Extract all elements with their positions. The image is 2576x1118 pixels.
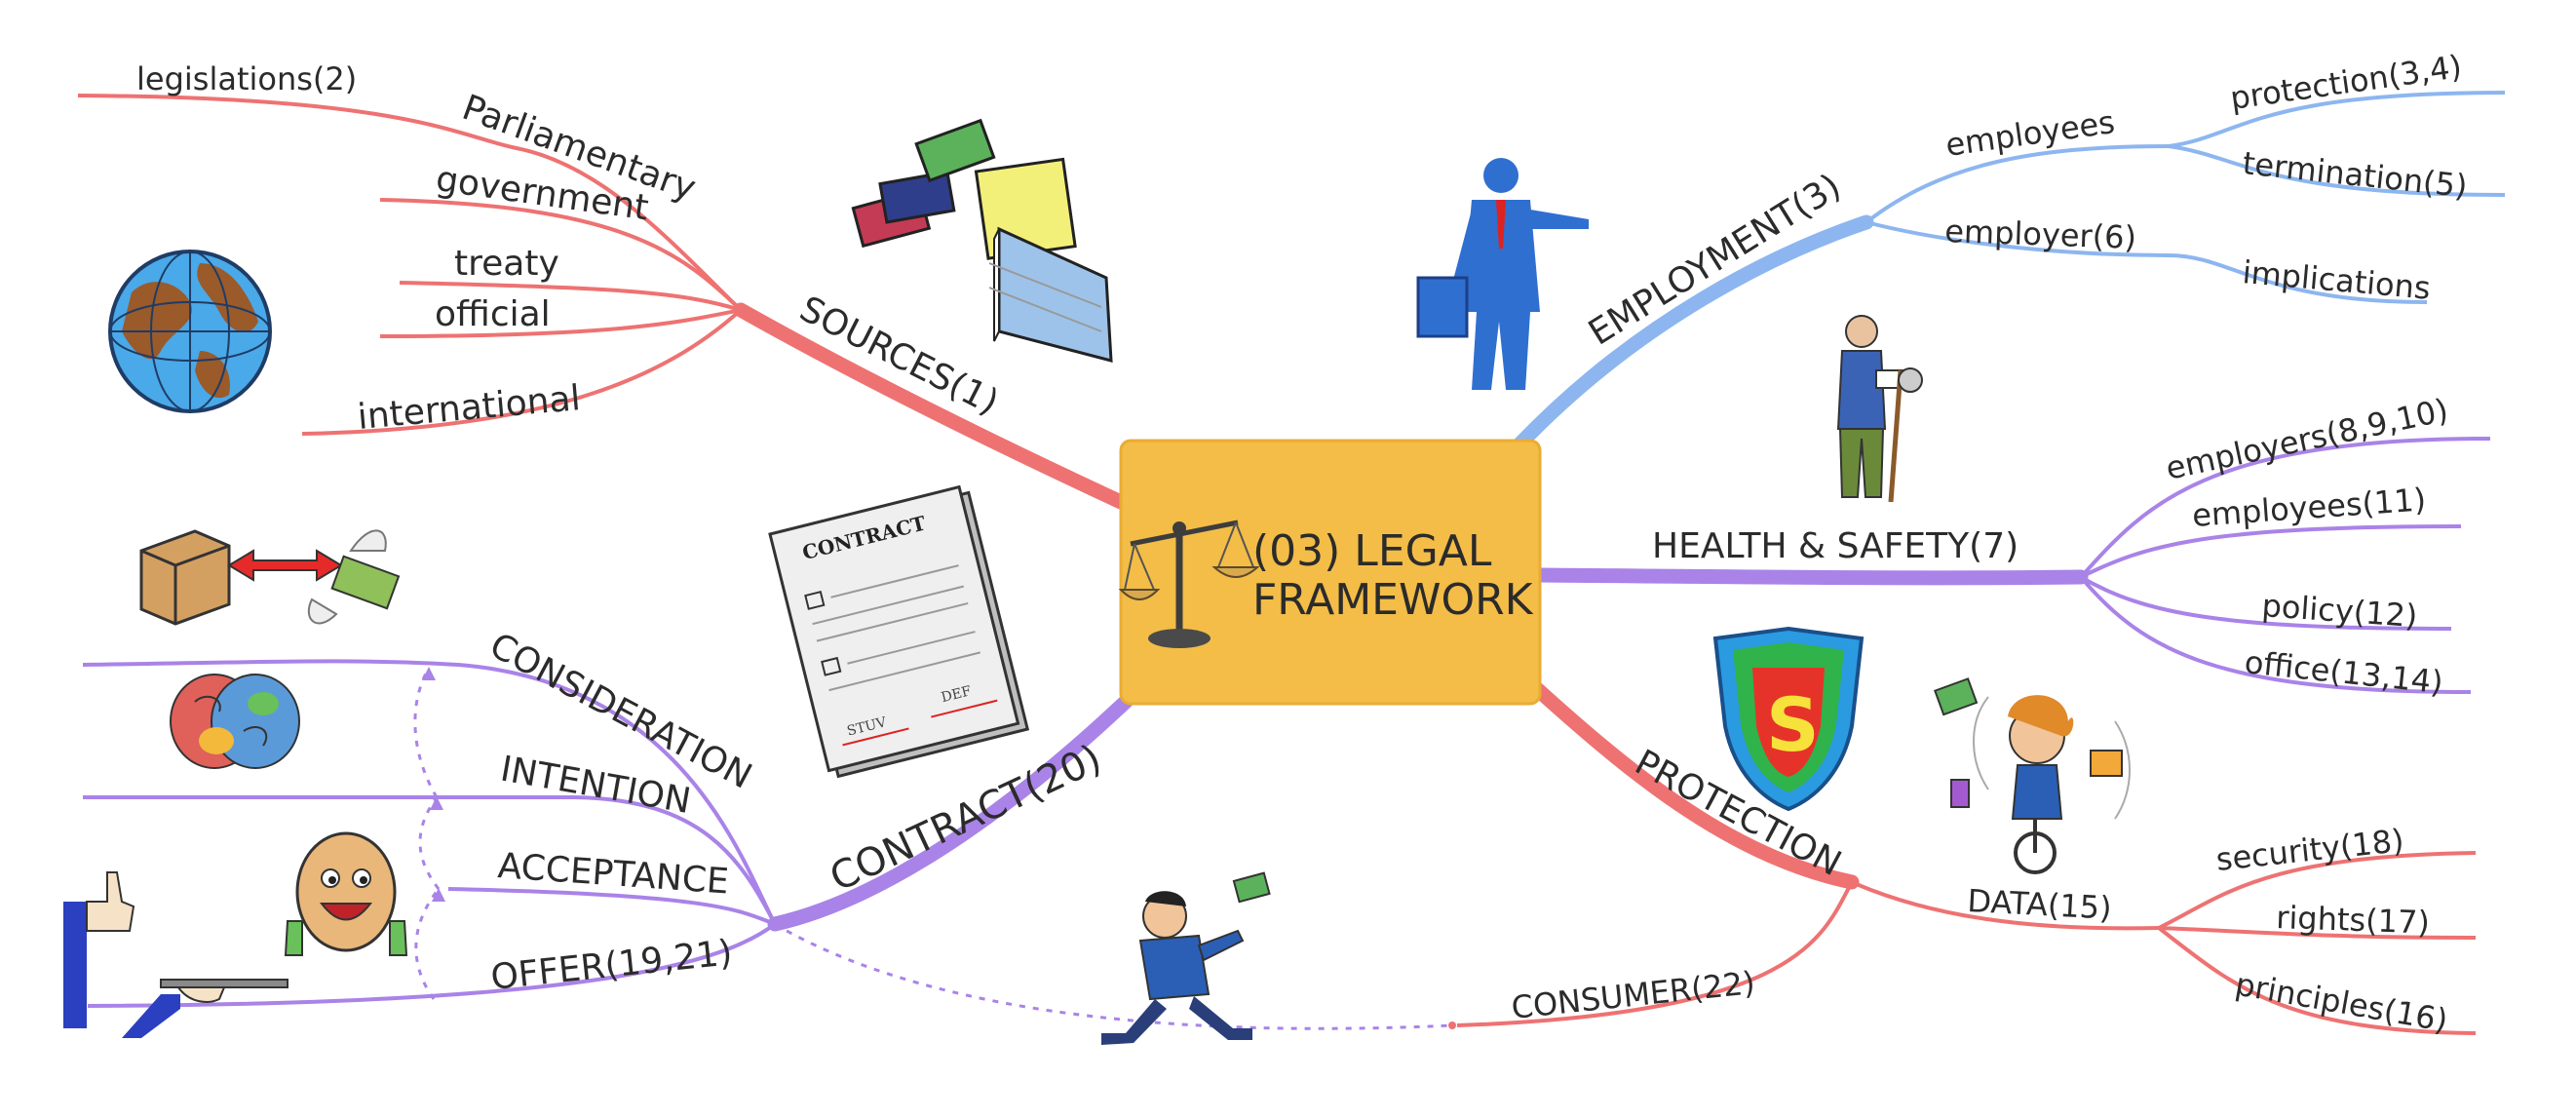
arrowhead-consideration: [422, 667, 436, 680]
connector-consumer: [1456, 881, 1854, 1027]
connector-employers: [2079, 437, 2491, 579]
label-offer: OFFER(19,21): [489, 933, 735, 998]
branch-health: [1532, 437, 2491, 694]
branch-employment: [1513, 91, 2506, 451]
box-money-exchange-icon: [139, 529, 401, 626]
connector-consideration: [82, 659, 777, 925]
dashed-link-consumer: [774, 922, 1453, 1030]
shield-letter: S: [1766, 681, 1820, 768]
connector-health-main: [1532, 567, 2089, 586]
dashed-link-acceptance-intention: [418, 796, 441, 890]
label-office: office(13,14): [2243, 643, 2444, 701]
dashed-link-intention-consideration: [413, 667, 439, 798]
arrowheads: [422, 667, 1456, 1029]
connector-employees-health: [2080, 524, 2462, 579]
connector-official: [379, 308, 742, 338]
label-acceptance: ACCEPTANCE: [496, 846, 730, 902]
center-node-box: [1119, 439, 1542, 706]
dot-consumer-end: [1448, 1022, 1456, 1029]
connector-international: [301, 308, 743, 436]
contract-document-icon: CONTRACT STUV DEF: [768, 484, 1030, 779]
label-employment: EMPLOYMENT(3): [1582, 167, 1848, 354]
dashed-link-offer-acceptance: [414, 888, 441, 1000]
connector-sources-main: [733, 302, 1129, 510]
label-termination: termination(5): [2241, 144, 2469, 205]
branch-sources: [77, 94, 1129, 510]
label-health: HEALTH & SAFETY(7): [1652, 526, 2019, 566]
label-rights: rights(17): [2276, 899, 2431, 941]
globe-icon: [108, 250, 272, 413]
label-intention: INTENTION: [497, 749, 693, 822]
label-treaty: treaty: [454, 244, 559, 284]
label-employer: employer(6): [1944, 212, 2137, 256]
connector-termination: [2168, 144, 2506, 197]
connector-office: [2079, 575, 2472, 694]
label-principles: principles(16): [2233, 965, 2451, 1039]
businessman-icon: [1416, 158, 1589, 390]
connector-parliamentary: [77, 94, 743, 312]
connector-rights: [2158, 926, 2477, 940]
connector-offer: [87, 922, 777, 1008]
brain-icon: [170, 674, 300, 769]
label-consumer: CONSUMER(22): [1510, 964, 1757, 1026]
branch-contract: [82, 659, 1453, 1030]
connector-intention: [83, 794, 777, 925]
running-man-icon: [1101, 871, 1271, 1045]
arrowhead-intention: [430, 796, 443, 810]
connector-acceptance: [447, 887, 776, 926]
label-implications: implications: [2241, 253, 2432, 307]
label-security: security(18): [2214, 822, 2405, 878]
connector-government: [379, 198, 743, 312]
label-international: international: [356, 378, 582, 438]
label-official: official: [435, 294, 551, 334]
label-legislations: legislations(2): [136, 60, 357, 97]
injured-worker-icon: [1836, 315, 1923, 503]
scales-of-justice-icon: [1118, 520, 1260, 648]
connector-employer: [1865, 220, 2428, 304]
center-node[interactable]: (03) LEGAL FRAMEWORK: [1118, 439, 1542, 706]
stressed-person-icon: [1934, 677, 2131, 874]
branch-protection: [1456, 679, 2477, 1035]
connector-policy: [2079, 575, 2452, 631]
contract-paper-sign-right: DEF: [940, 683, 973, 706]
connector-principles: [2157, 926, 2477, 1035]
connector-employees: [1865, 144, 2170, 224]
connector-security: [2158, 851, 2477, 930]
label-policy: policy(12): [2260, 587, 2418, 635]
connector-protection: [2168, 91, 2506, 148]
arrowhead-acceptance: [432, 888, 445, 902]
connector-treaty: [399, 281, 742, 312]
shield-icon: S: [1712, 626, 1865, 812]
smiley-thumbs-up-icon: [284, 831, 408, 956]
center-title-line2: FRAMEWORK: [1252, 575, 1534, 625]
connector-data: [1851, 880, 2160, 931]
connector-employment-main: [1513, 214, 1874, 451]
label-data: DATA(15): [1967, 882, 2113, 927]
label-protection: protection(3,4): [2228, 48, 2464, 117]
connector-protection-main: [1527, 679, 1860, 890]
books-icon: [851, 118, 1113, 363]
center-title-line1: (03) LEGAL: [1252, 526, 1492, 576]
connector-contract-main: [767, 689, 1138, 932]
thumbs-up-tray-icon: [63, 871, 288, 1038]
